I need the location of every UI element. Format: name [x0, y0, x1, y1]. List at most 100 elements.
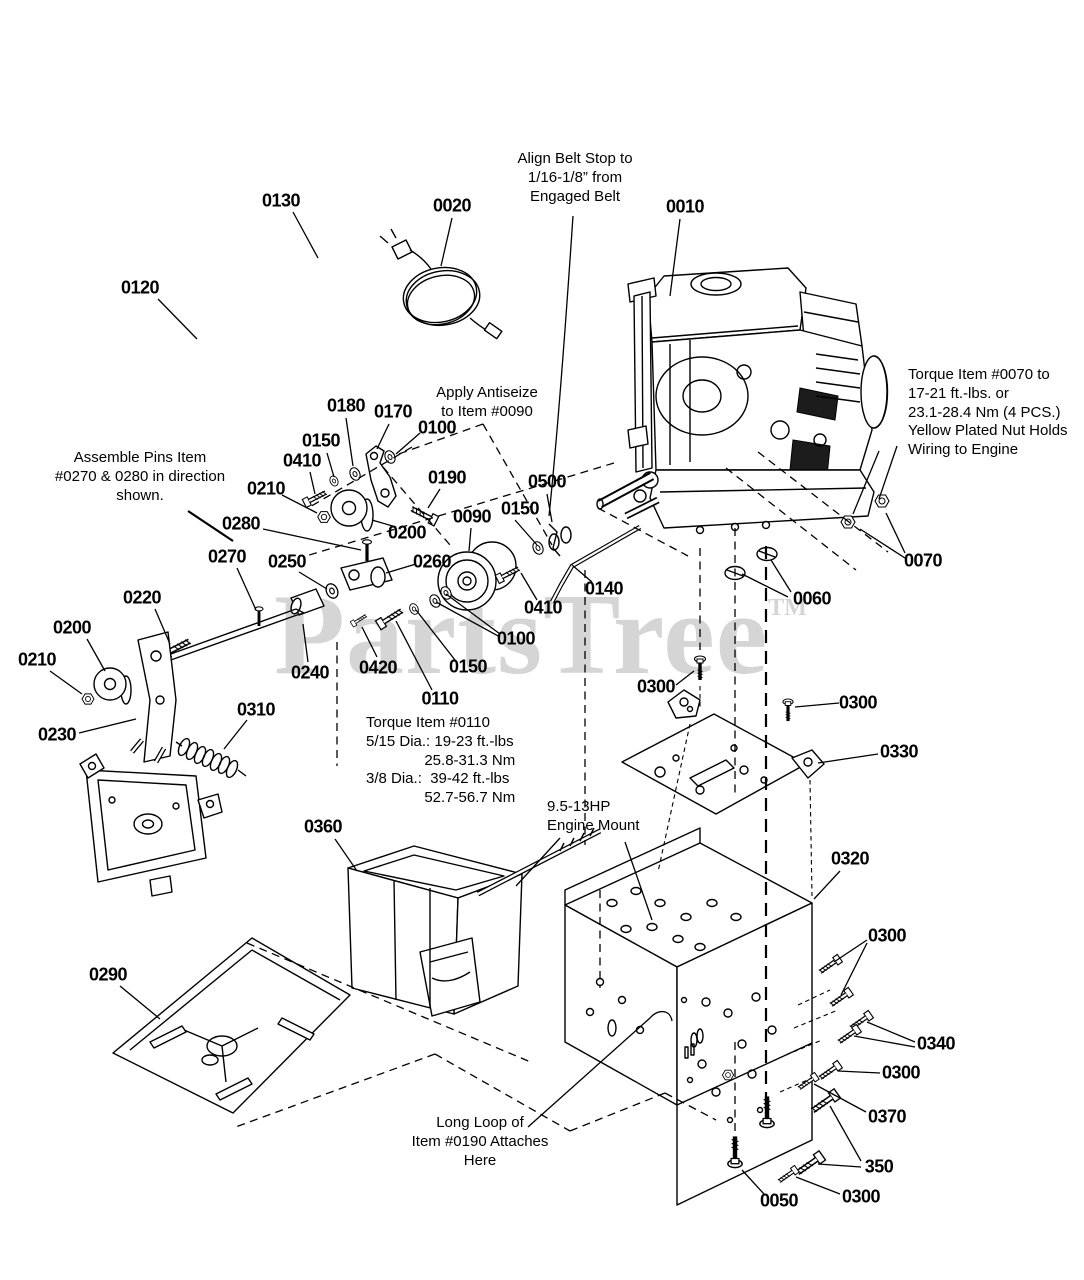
part-label-0140: 0140 — [584, 578, 624, 599]
part-label-0090: 0090 — [452, 506, 492, 527]
leader-line-0250 — [298, 571, 328, 590]
leader-line-0290 — [119, 985, 161, 1020]
leader-line-0310 — [223, 719, 248, 750]
leader-line-0140 — [571, 564, 593, 583]
leader-line-0200 — [371, 519, 397, 528]
align-belt-stop-note: Align Belt Stop to 1/16-1/8” from Engage… — [517, 150, 633, 205]
part-label-0170: 0170 — [373, 401, 413, 422]
leader-line-0340 — [853, 1035, 916, 1048]
leader-line-0340 — [866, 1021, 916, 1043]
leader-line-0300 — [833, 939, 868, 963]
part-label-0250: 0250 — [267, 551, 307, 572]
part-label-0220: 0220 — [122, 587, 162, 608]
leader-line-0200 — [86, 638, 106, 672]
leader-line-0360 — [334, 838, 358, 872]
leader-line-0330 — [817, 753, 879, 764]
assemble-pins-note: Assemble Pins Item #0270 & 0280 in direc… — [54, 449, 226, 504]
part-label-0410: 0410 — [282, 450, 322, 471]
part-label-0330: 0330 — [879, 741, 919, 762]
leader-line-0120 — [157, 298, 198, 340]
leader-line-0150 — [326, 452, 335, 478]
leader-line-350 — [829, 1105, 862, 1162]
part-label-0230: 0230 — [37, 724, 77, 745]
part-label-0200: 0200 — [52, 617, 92, 638]
spring-0310-drawing — [175, 737, 247, 779]
part-label-0260: 0260 — [412, 551, 452, 572]
leader-line-0130 — [292, 211, 319, 259]
part-label-0320: 0320 — [830, 848, 870, 869]
part-label-0300: 0300 — [867, 925, 907, 946]
leader-line-0070 — [885, 512, 906, 554]
part-label-0180: 0180 — [326, 395, 366, 416]
leader-line-0060 — [770, 559, 792, 593]
part-label-0300: 0300 — [881, 1062, 921, 1083]
leader-line-0110 — [395, 620, 433, 691]
part-label-0130: 0130 — [261, 190, 301, 211]
part-label-0410: 0410 — [523, 597, 563, 618]
leader-line-0410 — [309, 471, 316, 495]
engine-mount-note: 9.5-13HP Engine Mount — [547, 798, 640, 834]
long-loop-note: Long Loop of Item #0190 Attaches Here — [411, 1114, 549, 1169]
part-leader-lines — [49, 211, 916, 1195]
leader-line-0070 — [859, 528, 906, 559]
part-label-0360: 0360 — [303, 816, 343, 837]
part-label-0210: 0210 — [17, 649, 57, 670]
leader-line-0270 — [236, 567, 257, 611]
leader-line-0100 — [435, 601, 501, 638]
leader-line-0300 — [675, 670, 695, 686]
torque-0070-note: Torque Item #0070 to 17-21 ft.-lbs. or 2… — [908, 366, 1068, 458]
leader-line-0190 — [427, 488, 441, 509]
note-leader-lines — [187, 215, 898, 1128]
part-label-0010: 0010 — [665, 196, 705, 217]
leader-line-0300 — [840, 942, 868, 996]
part-label-0150: 0150 — [301, 430, 341, 451]
leader-line-0210 — [49, 670, 83, 695]
leader-line-0010 — [669, 218, 681, 297]
leader-line-0260 — [385, 563, 417, 574]
leader-line-0240 — [302, 623, 309, 663]
part-label-0020: 0020 — [432, 195, 472, 216]
part-label-0060: 0060 — [792, 588, 832, 609]
friction-plate-drawing — [79, 753, 223, 897]
leader-line-0060 — [741, 573, 789, 598]
construction-lines — [232, 423, 889, 1143]
bottom-panel-drawing — [112, 937, 351, 1114]
torque-0110-note: Torque Item #0110 5/15 Dia.: 19-23 ft.-l… — [366, 714, 516, 806]
leader-line-0300 — [794, 702, 840, 708]
leader-line-0090 — [468, 527, 472, 552]
part-label-0050: 0050 — [759, 1190, 799, 1211]
watermark-tm: TM — [768, 595, 807, 621]
part-label-0150: 0150 — [448, 656, 488, 677]
watermark-text: PartsTree — [274, 571, 769, 699]
part-label-0270: 0270 — [207, 546, 247, 567]
part-label-0100: 0100 — [417, 417, 457, 438]
part-label-0240: 0240 — [290, 662, 330, 683]
belt-0120-drawing — [152, 167, 249, 443]
part-label-0280: 0280 — [221, 513, 261, 534]
part-label-0310: 0310 — [236, 699, 276, 720]
part-label-0150: 0150 — [500, 498, 540, 519]
engine-drawing — [596, 267, 889, 535]
pulley-0090-drawing — [348, 523, 642, 630]
leader-line-0370 — [813, 1083, 867, 1113]
leader-line-0300 — [795, 1176, 841, 1195]
leader-line-0230 — [78, 718, 137, 734]
part-label-0120: 0120 — [120, 277, 160, 298]
part-label-0190: 0190 — [427, 467, 467, 488]
leader-line-0320 — [813, 870, 841, 900]
leader-line-0150 — [415, 609, 456, 661]
leader-line-0280 — [262, 528, 362, 551]
part-label-0200: 0200 — [387, 522, 427, 543]
mount-plate-drawing — [621, 654, 825, 815]
part-label-0070: 0070 — [903, 550, 943, 571]
leader-line-0020 — [440, 217, 453, 267]
watermark: PartsTreeTM — [274, 577, 807, 693]
leader-line-0180 — [345, 417, 354, 467]
leader-line-0100 — [395, 432, 421, 455]
part-label-350: 350 — [864, 1156, 894, 1177]
leader-line-0420 — [361, 626, 378, 658]
